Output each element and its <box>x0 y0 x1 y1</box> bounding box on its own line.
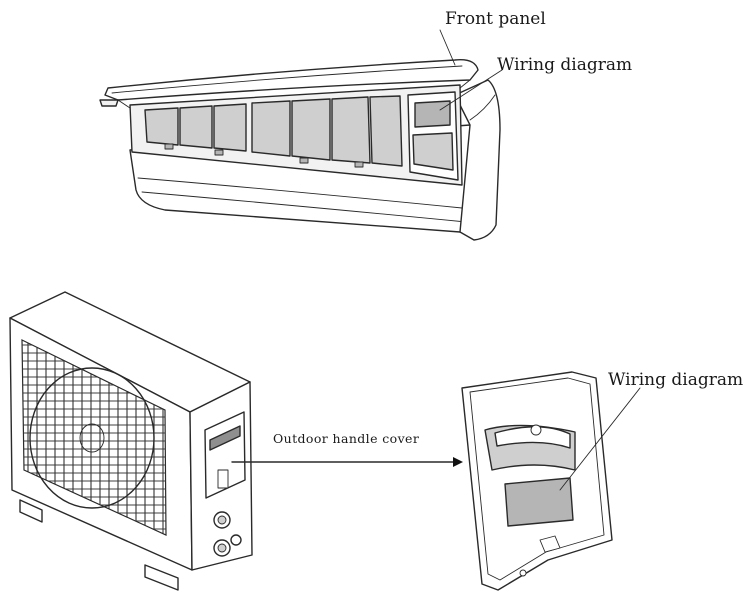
indoor-unit-illustration <box>99 29 503 241</box>
front-panel <box>99 59 479 109</box>
indoor-wiring-leader <box>439 69 503 111</box>
outdoor-fan <box>29 367 155 509</box>
outdoor-wiring-diagram-label: Wiring diagram <box>608 370 743 390</box>
indoor-wiring-diagram-sticker <box>414 100 451 128</box>
air-filter-right <box>251 95 403 167</box>
service-valves <box>213 511 242 557</box>
front-panel-label: Front panel <box>445 9 546 29</box>
outdoor-wiring-diagram-sticker <box>504 477 574 527</box>
outdoor-handle-cover-label: Outdoor handle cover <box>273 431 419 446</box>
outdoor-unit-illustration <box>9 291 253 591</box>
outdoor-wiring-leader <box>559 387 641 491</box>
air-filter-left <box>144 103 247 152</box>
front-panel-leader <box>439 29 456 66</box>
indoor-wiring-diagram-label: Wiring diagram <box>497 55 632 75</box>
handle-cover-detail <box>461 371 641 591</box>
